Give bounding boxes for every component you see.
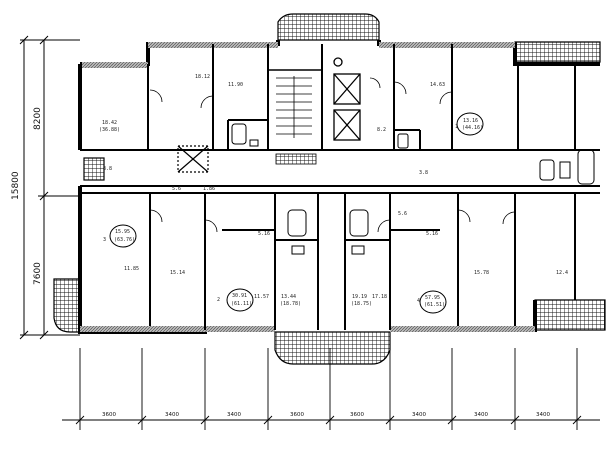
room-area-label: (36.88) [99, 127, 120, 133]
dimension-span-5: 3600 [350, 412, 364, 418]
room-area-label: 5.16 [258, 231, 270, 237]
room-area-label: 15.14 [170, 270, 185, 276]
apartment-number: 2 [217, 297, 220, 303]
apartment-number: 4 [417, 298, 420, 304]
room-area-label: 11.85 [124, 266, 139, 272]
dimension-span-8: 3400 [536, 412, 550, 418]
room-area-label: 15.78 [474, 270, 489, 276]
room-area-label: (63.76) [114, 237, 135, 243]
room-area-label: (18.75) [351, 301, 372, 307]
room-area-label: 11.57 [254, 294, 269, 300]
balcony-left [53, 278, 81, 333]
room-area-label: 18.12 [195, 74, 210, 80]
room-area-label: 13.44 [281, 294, 296, 300]
room-area-label: (61.11) [231, 301, 252, 307]
balcony-topright [514, 41, 601, 63]
elevators [333, 57, 361, 141]
stair-core [267, 69, 323, 165]
apartment-number: 3 [103, 237, 106, 243]
room-area-label: 3.8 [419, 170, 428, 176]
room-area-label: 12.4 [556, 270, 568, 276]
room-area-label: 5.6 [398, 211, 407, 217]
room-area-label: (44.16) [462, 125, 483, 131]
dimension-lower: 7600 [33, 262, 43, 285]
dimension-span-1: 3600 [102, 412, 116, 418]
balcony-top [277, 13, 380, 41]
room-area-label: 5.16 [426, 231, 438, 237]
room-labels: 18.42 (36.88) 18.12 11.90 14.63 1 13.16 … [99, 74, 568, 308]
left-vestibule [83, 145, 209, 181]
room-area-label: (61.51) [424, 302, 445, 308]
dimension-span-3: 3400 [227, 412, 241, 418]
apartment-number: 1 [455, 124, 458, 130]
room-area-label: 15.95 [115, 229, 130, 235]
room-area-label: 8.2 [377, 127, 386, 133]
room-area-label: 3.8 [103, 166, 112, 172]
dimension-total: 15800 [11, 171, 21, 200]
dimension-upper: 8200 [33, 107, 43, 130]
room-area-label: 30.91 [232, 293, 247, 299]
balconies [53, 13, 606, 365]
bottom-dimension-texts: 3600 3400 3400 3600 3600 3400 3400 3400 [102, 412, 550, 418]
room-area-label: 57.95 [425, 295, 440, 301]
balcony-bottom [274, 331, 391, 365]
room-area-label: 11.90 [228, 82, 243, 88]
door-swings [149, 77, 516, 233]
room-area-label: 1.86 [203, 186, 215, 192]
room-area-label: (18.78) [280, 301, 301, 307]
room-area-label: 14.63 [430, 82, 445, 88]
room-area-label: 19.19 [352, 294, 367, 300]
room-area-label: 17.18 [372, 294, 387, 300]
room-area-label: 18.42 [102, 120, 117, 126]
dimension-span-7: 3400 [474, 412, 488, 418]
balcony-bottomright [534, 299, 606, 331]
left-dimensions [19, 35, 80, 340]
room-area-label: 5.6 [172, 186, 181, 192]
dimension-span-4: 3600 [290, 412, 304, 418]
apartment-markers [109, 112, 484, 314]
dimension-span-2: 3400 [165, 412, 179, 418]
interior-walls [80, 44, 600, 330]
bottom-dimension-lines [62, 348, 600, 430]
dimension-span-6: 3400 [412, 412, 426, 418]
room-area-label: 13.16 [463, 118, 478, 124]
fixtures [231, 123, 595, 255]
